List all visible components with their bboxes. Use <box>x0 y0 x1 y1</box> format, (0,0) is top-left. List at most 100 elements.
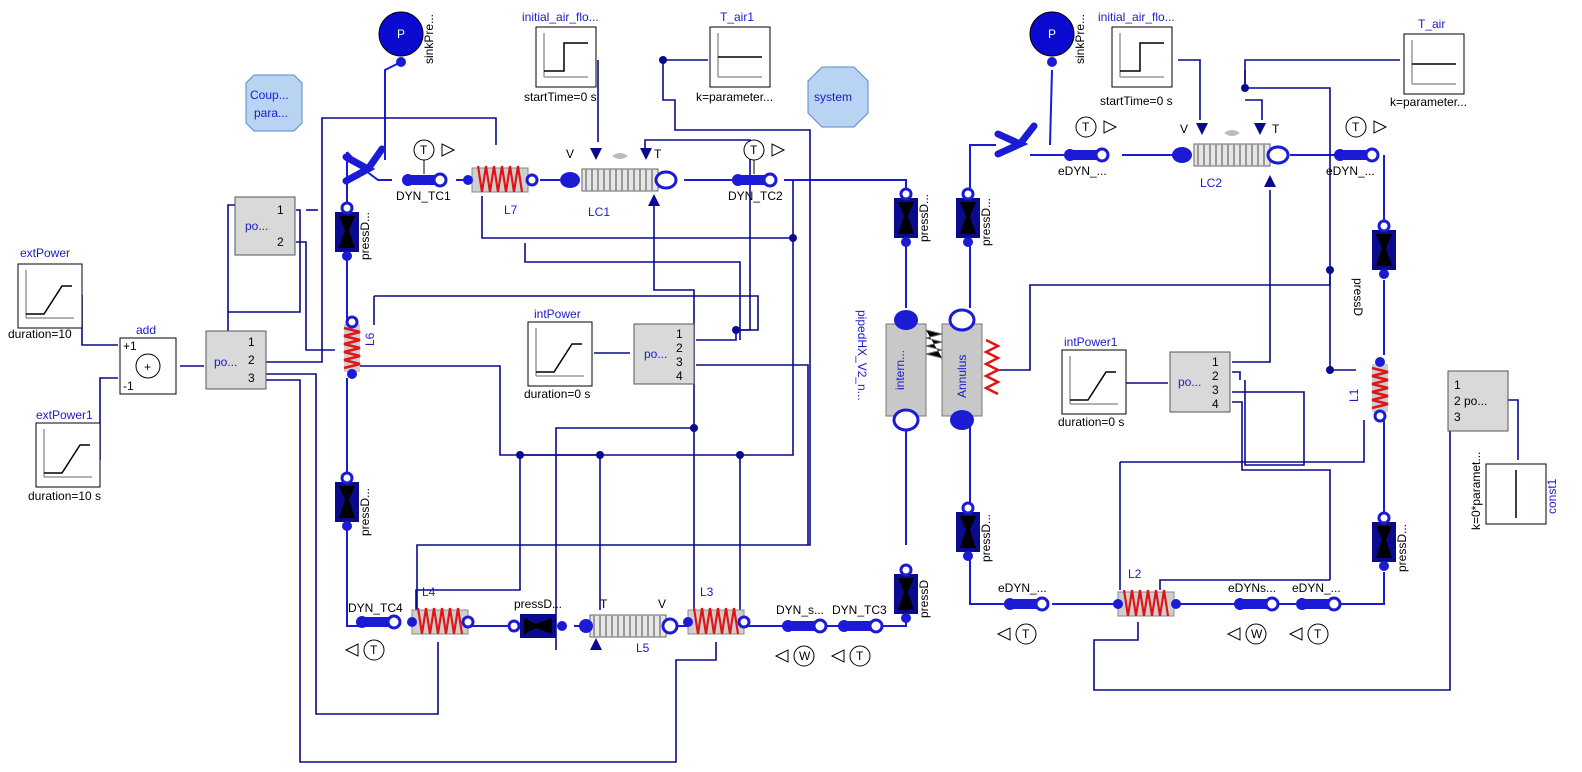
power-split-block-c[interactable]: po... 1 2 3 4 <box>633 323 695 385</box>
heat-exchanger-l5[interactable]: T V L5 <box>579 597 679 655</box>
l2-label: L2 <box>1128 567 1142 581</box>
int-power1-source[interactable]: intPower1 duration=0 s <box>1058 335 1127 429</box>
pressure-drop-2[interactable]: pressD... <box>892 187 931 249</box>
pressure-drop-7[interactable]: pressD... <box>954 501 993 563</box>
pd1-label: pressD... <box>358 212 372 260</box>
sink-pressure-right[interactable]: P sinkPre... <box>1029 11 1087 67</box>
dyn-s-label: DYN_s... <box>776 603 824 617</box>
l5-v: V <box>658 597 666 611</box>
tc2-t: T <box>750 143 758 157</box>
iaf2-name: initial_air_flo... <box>1098 10 1175 24</box>
ext-power1-param: duration=10 s <box>28 489 101 503</box>
coupling-params-record[interactable]: Coup... para... <box>245 74 303 132</box>
system-record[interactable]: system <box>807 66 869 128</box>
power-split-block-e[interactable]: 1 2 po... 3 <box>1447 370 1509 432</box>
po-e-port1: 1 <box>1454 378 1461 392</box>
power-split-block-b[interactable]: po... 1 2 3 <box>205 330 267 390</box>
heat-node-l1[interactable]: L1 <box>1347 357 1390 423</box>
pd2-label: pressD... <box>917 194 931 242</box>
iaf-name: initial_air_flo... <box>522 10 599 24</box>
hx-name: pipedHX_V2_n... <box>855 310 869 401</box>
heat-node-l4[interactable]: L4 <box>407 585 475 636</box>
pressure-drop-6[interactable]: pressD... <box>954 187 993 249</box>
initial-air-flow-step-2[interactable]: initial_air_flo... startTime=0 s <box>1098 10 1175 108</box>
flow-splitter-left <box>342 145 386 185</box>
heat-exchanger-lc1[interactable]: V T LC1 <box>560 147 678 219</box>
temp-sensor-tc3[interactable]: T DYN_TC3 <box>830 603 887 667</box>
sink-pressure-left[interactable]: P sinkPre... <box>378 11 436 67</box>
po-b-port1: 1 <box>248 335 255 349</box>
int-power-source[interactable]: intPower duration=0 s <box>524 307 593 401</box>
temp-sensor-tc2[interactable]: T DYN_TC2 <box>728 139 786 203</box>
add-minus: -1 <box>123 379 134 393</box>
po-d-label: po... <box>1178 375 1201 389</box>
ext-power1-source[interactable]: extPower1 duration=10 s <box>28 408 101 503</box>
const1-param: k=0*paramet... <box>1469 452 1483 530</box>
edyn1-label: eDYN_... <box>1058 164 1107 178</box>
lc2-label: LC2 <box>1200 176 1222 190</box>
po-e-port3: 3 <box>1454 410 1461 424</box>
edyn2-label: eDYN_... <box>1326 164 1375 178</box>
heat-exchanger-lc2[interactable]: V T LC2 <box>1172 122 1290 190</box>
pd5-label: pressD... <box>514 597 562 611</box>
hx-annulus-label: Annulus <box>955 355 969 398</box>
pressure-drop-1[interactable]: pressD... <box>333 201 372 263</box>
enthalpy-sensor-edyn2[interactable]: T eDYN_... <box>1326 116 1388 178</box>
edyn2-t: T <box>1352 120 1360 134</box>
temp-sensor-tc4[interactable]: T DYN_TC4 <box>344 601 403 661</box>
flow-sensor-dyn-s[interactable]: W DYN_s... <box>774 603 828 667</box>
po-d-port4: 4 <box>1212 397 1219 411</box>
fluid-pipes <box>346 61 1385 627</box>
lc1-t: T <box>654 147 662 161</box>
lc1-label: LC1 <box>588 205 610 219</box>
tair1-name: T_air1 <box>720 10 754 24</box>
l1-label: L1 <box>1347 388 1361 402</box>
pd7-label: pressD... <box>979 514 993 562</box>
tc4-label: DYN_TC4 <box>348 601 403 615</box>
po-a-label: po... <box>245 219 268 233</box>
pd9-label: pressD... <box>1395 524 1409 572</box>
coupling-line2: para... <box>254 106 288 120</box>
enthalpy-sensor-edyn3[interactable]: T eDYN_... <box>996 581 1050 645</box>
edyn1-t: T <box>1082 120 1090 134</box>
l6-label: L6 <box>363 332 377 346</box>
const1-block[interactable]: const1 k=0*paramet... <box>1469 452 1559 530</box>
pressure-drop-3[interactable]: pressD <box>892 563 931 625</box>
l5-label: L5 <box>636 641 650 655</box>
t-air-constant[interactable]: T_air k=parameter... <box>1390 17 1467 109</box>
t-air1-constant[interactable]: T_air1 k=parameter... <box>696 10 773 104</box>
junction-dots <box>516 56 1334 459</box>
po-d-port3: 3 <box>1212 383 1219 397</box>
initial-air-flow-step[interactable]: initial_air_flo... startTime=0 s <box>522 10 599 104</box>
tc1-label: DYN_TC1 <box>396 189 451 203</box>
pressure-drop-4[interactable]: pressD... <box>333 471 372 536</box>
heat-node-l6[interactable]: L6 <box>342 315 377 379</box>
pressure-drop-8[interactable]: pressD <box>1351 219 1398 316</box>
flow-sensor-edyns[interactable]: W eDYNs... <box>1226 581 1280 645</box>
heat-node-l2[interactable]: L2 <box>1113 567 1181 618</box>
temp-sensor-tc1[interactable]: T DYN_TC1 <box>396 139 456 203</box>
power-split-block-a[interactable]: po... 1 2 <box>234 196 296 256</box>
lc2-v: V <box>1180 122 1188 136</box>
heat-node-l3[interactable]: L3 <box>683 585 751 636</box>
power-split-block-d[interactable]: po... 1 2 3 4 <box>1169 351 1231 413</box>
l3-label: L3 <box>700 585 714 599</box>
iaf2-param: startTime=0 s <box>1100 94 1173 108</box>
sink-left-label: sinkPre... <box>422 14 436 64</box>
heat-node-l7[interactable]: L7 <box>463 164 539 217</box>
pressure-drop-5[interactable]: pressD... <box>507 597 567 638</box>
const1-name: const1 <box>1545 478 1559 514</box>
enthalpy-sensor-edyn1[interactable]: T eDYN_... <box>1058 116 1118 178</box>
ext-power-param: duration=10 <box>8 327 72 341</box>
pipe-hx[interactable]: intern... Annulus pipedHX_V2_n... <box>855 308 1001 432</box>
pressure-drop-9[interactable]: pressD... <box>1370 511 1409 573</box>
ext-power-name: extPower <box>20 246 70 260</box>
sink-right-p: P <box>1048 27 1056 41</box>
ext-power1-name: extPower1 <box>36 408 93 422</box>
ext-power-source[interactable]: extPower duration=10 <box>8 246 83 341</box>
hx-inner-label: intern... <box>893 350 907 390</box>
enthalpy-sensor-edyn4[interactable]: T eDYN_... <box>1288 581 1342 645</box>
coupling-line1: Coup... <box>250 88 289 102</box>
add-block[interactable]: + add +1 -1 <box>119 323 177 395</box>
